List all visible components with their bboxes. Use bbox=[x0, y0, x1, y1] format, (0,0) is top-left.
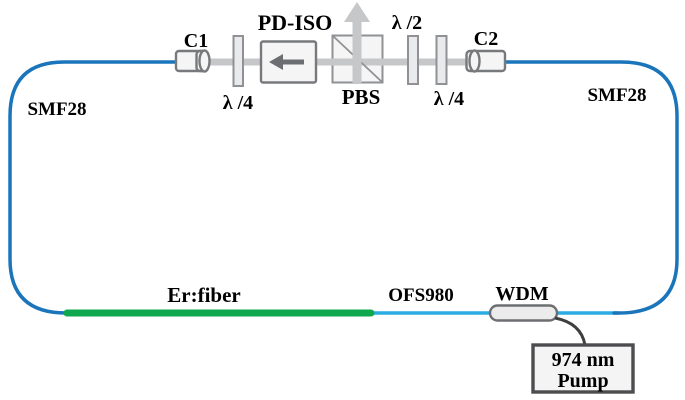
output-arrow-icon bbox=[344, 2, 370, 83]
er-fiber-label: Er:fiber bbox=[167, 283, 240, 307]
collimator-c1 bbox=[174, 49, 211, 73]
half-waveplate bbox=[407, 35, 419, 85]
c1-label: C1 bbox=[184, 30, 208, 52]
c2-label: C2 bbox=[474, 28, 498, 50]
pump-label-line2: Pump bbox=[557, 370, 608, 392]
ofs980-label: OFS980 bbox=[388, 285, 453, 306]
wdm-label: WDM bbox=[495, 283, 548, 305]
quarter-waveplate-left-label: λ /4 bbox=[223, 92, 253, 114]
smf28-fiber-right bbox=[503, 60, 679, 315]
pump-box: 974 nm Pump bbox=[531, 343, 635, 394]
smf28-left-label: SMF28 bbox=[27, 99, 86, 120]
pump-connector bbox=[554, 316, 587, 346]
pump-label-line1: 974 nm bbox=[552, 349, 615, 371]
pbs-label: PBS bbox=[342, 85, 381, 109]
smf28-right-label: SMF28 bbox=[587, 85, 646, 106]
wdm-coupler bbox=[488, 304, 559, 322]
half-waveplate-label: λ /2 bbox=[392, 12, 422, 34]
pd-iso-label: PD-ISO bbox=[258, 10, 333, 35]
pd-iso-isolator bbox=[259, 40, 318, 84]
smf28-fiber-left bbox=[8, 60, 181, 315]
quarter-waveplate-right-label: λ /4 bbox=[434, 88, 464, 110]
collimator-c2 bbox=[465, 49, 507, 73]
isolator-arrow-icon bbox=[269, 54, 304, 70]
quarter-waveplate-left bbox=[232, 35, 244, 87]
quarter-waveplate-right bbox=[435, 35, 448, 85]
